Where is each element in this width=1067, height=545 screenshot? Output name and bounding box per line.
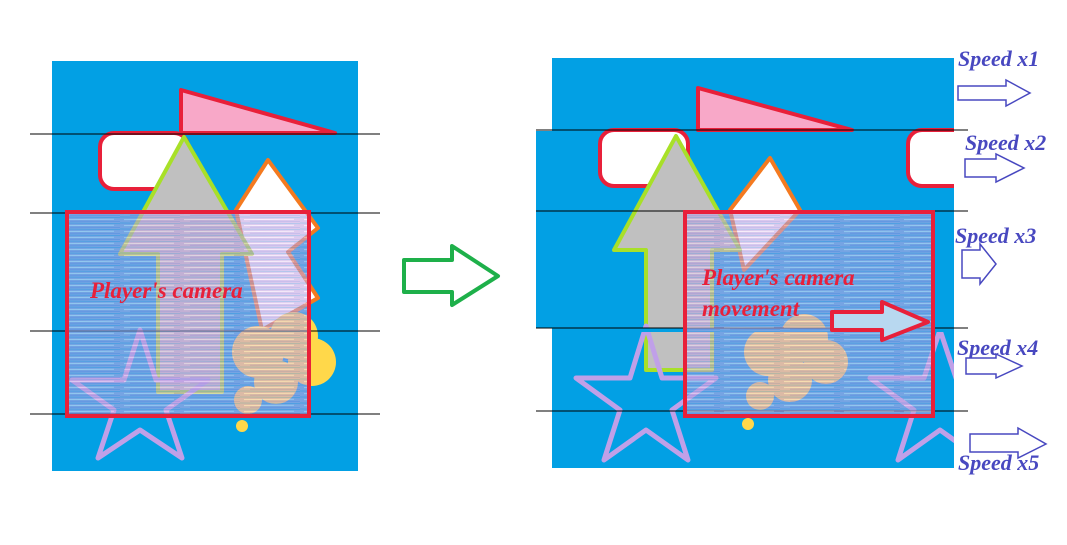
speed-arrow-3 xyxy=(961,241,997,287)
speed-label-3: Speed x3 xyxy=(955,223,1036,248)
transition-arrow xyxy=(402,244,500,307)
left-camera-label: Player's camera xyxy=(89,278,243,303)
speed-arrow-4 xyxy=(965,352,1024,380)
speed-label-5: Speed x5 xyxy=(958,450,1039,475)
right-band-3 xyxy=(536,211,552,328)
camera-movement-arrow xyxy=(830,300,930,342)
speed-arrow-2 xyxy=(964,152,1026,184)
right-band-2 xyxy=(536,131,552,211)
speed-label-1: Speed x1 xyxy=(958,46,1039,71)
right-camera-label-line2: movement xyxy=(702,296,800,321)
left-camera-frame xyxy=(65,210,311,418)
speed-arrow-1 xyxy=(957,78,1032,108)
left-pink-triangle xyxy=(179,88,337,135)
speed-arrow-5 xyxy=(969,426,1048,460)
speed-label-2: Speed x2 xyxy=(965,130,1046,155)
right-camera-label-line1: Player's camera xyxy=(701,265,855,290)
